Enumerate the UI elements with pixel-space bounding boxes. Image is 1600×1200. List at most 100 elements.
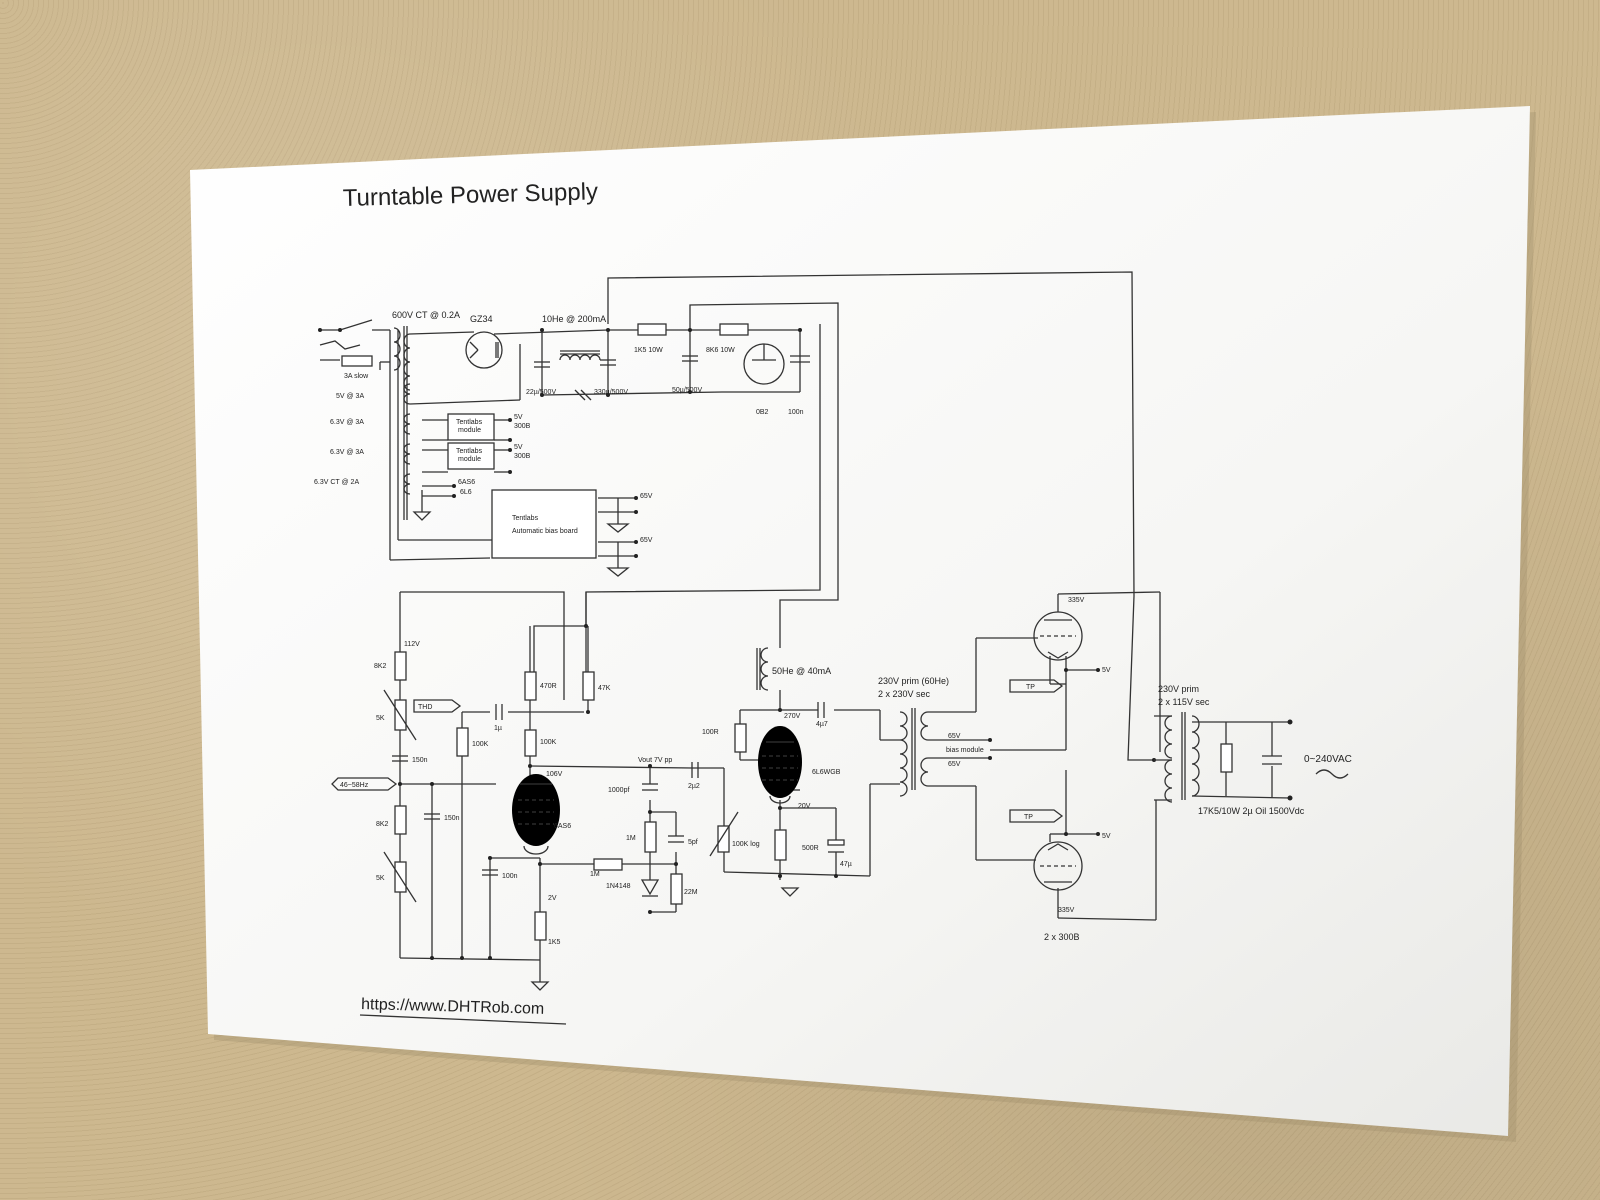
- cap-1u: [495, 704, 503, 720]
- cap-2u2: [691, 762, 699, 778]
- label-r-5k-a: 5K: [376, 715, 385, 722]
- label-v-106: 106V: [546, 771, 563, 778]
- res-8k6-10w: [719, 323, 749, 336]
- label-bias-module: bias module: [946, 747, 984, 754]
- label-tube-0b2: 0B2: [756, 409, 769, 416]
- bias-board: [491, 489, 597, 559]
- res-22m: [670, 873, 683, 905]
- wiring-mains: [1154, 715, 1291, 801]
- label-bias-65v-b: 65V: [640, 537, 653, 544]
- label-heater-6l6: 6L6: [460, 489, 472, 496]
- label-v-335-a: 335V: [1068, 597, 1085, 604]
- res-1m-a: [644, 821, 657, 853]
- label-sec-63-b: 6.3V @ 3A: [330, 449, 364, 456]
- label-mod2-300b: 300B: [514, 453, 531, 460]
- diagram-title: Turntable Power Supply: [342, 178, 598, 212]
- label-sec-63ct: 6.3V CT @ 2A: [314, 479, 359, 486]
- junction-dots-output: [988, 668, 1156, 836]
- ac-source: [1315, 769, 1349, 779]
- label-r-1m-b: 1M: [590, 871, 600, 878]
- cap-100n-b: [482, 869, 498, 876]
- tentlabs-module-2: [447, 442, 495, 470]
- res-470r: [524, 671, 537, 701]
- cap-5pf: [668, 835, 684, 843]
- tp-tags: [1009, 679, 1064, 823]
- label-mains: 0~240VAC: [1304, 754, 1352, 765]
- label-r-1k5: 1K5: [548, 939, 561, 946]
- label-v-270: 270V: [784, 713, 801, 720]
- schematic-labels: 600V CT @ 0.2A GZ34 10He @ 200mA 3A slow…: [314, 310, 1352, 946]
- label-tubes-300b: 2 x 300B: [1044, 932, 1080, 942]
- res-8k2-top: [394, 651, 407, 681]
- cap-2u-oil: [1262, 755, 1282, 765]
- res-500r: [774, 829, 787, 861]
- label-vout: Vout 7V pp: [638, 757, 672, 764]
- label-res-8k6-10w: 8K6 10W: [706, 347, 735, 354]
- diode-1n4148: [640, 879, 660, 897]
- label-out-b: 2 x 115V sec: [1158, 697, 1210, 707]
- label-sec-63-a: 6.3V @ 3A: [330, 419, 364, 426]
- label-sec-5v: 5V @ 3A: [336, 393, 364, 400]
- label-bias-65v-a: 65V: [640, 493, 653, 500]
- label-v-2: 2V: [548, 895, 557, 902]
- label-mod1-300b: 300B: [514, 423, 531, 430]
- label-r-470r: 470R: [540, 683, 557, 690]
- interstage-transformer: [899, 708, 929, 797]
- label-tube-6l6: 6L6WGB: [812, 769, 841, 776]
- label-r-5k-b: 5K: [376, 875, 385, 882]
- res-17k5: [1220, 743, 1233, 773]
- tube-6as6: [512, 774, 560, 855]
- rectifier-tube-gz34: [465, 331, 503, 369]
- cap-4u7: [817, 702, 825, 718]
- grounds-psu: [412, 511, 630, 577]
- website-url: https://www.DHTRob.com: [361, 996, 545, 1018]
- label-r-100k-a: 100K: [472, 741, 489, 748]
- label-cap-100n-b: 100n: [502, 873, 518, 880]
- terminal-dots-psu: [318, 328, 802, 558]
- label-r-100r: 100R: [702, 729, 719, 736]
- label-diode: 1N4148: [606, 883, 631, 890]
- thd-tag: [413, 699, 462, 713]
- ground-driver: [780, 887, 800, 897]
- label-ot-65v-a: 65V: [948, 733, 961, 740]
- cap-50u: [682, 355, 698, 362]
- label-r-47k: 47K: [598, 685, 611, 692]
- label-r-8k2-a: 8K2: [374, 663, 387, 670]
- label-mod2-5v: 5V: [514, 444, 523, 451]
- res-1k5-10w: [637, 323, 667, 336]
- label-rectifier: GZ34: [470, 314, 493, 324]
- mains-terminals: [1287, 719, 1293, 801]
- ground-osc: [530, 981, 550, 991]
- cap-150n-b: [424, 813, 440, 820]
- choke-10he: [559, 350, 601, 361]
- label-module-1-a: Tentlabs: [456, 419, 483, 426]
- res-100r: [734, 723, 747, 753]
- label-thd: THD: [418, 704, 432, 711]
- schematic: [318, 271, 1349, 991]
- cap-330u: [600, 359, 616, 366]
- choke-50he: [756, 647, 769, 691]
- fuse: [341, 355, 373, 367]
- label-bias-board-b: Automatic bias board: [512, 528, 578, 535]
- label-r-100k-b: 100K: [540, 739, 557, 746]
- label-module-2-a: Tentlabs: [456, 448, 483, 455]
- pot-100k-log: [709, 811, 739, 857]
- label-cap-4u7: 4µ7: [816, 721, 828, 728]
- label-pot-100k: 100K log: [732, 841, 760, 848]
- label-cap-22u: 22µ/500V: [526, 389, 556, 396]
- res-8k2-bottom: [394, 805, 407, 835]
- res-100k-a: [456, 727, 469, 757]
- label-tp-b: TP: [1024, 814, 1033, 821]
- cap-150n-a: [392, 755, 408, 762]
- label-heater-6as6: 6AS6: [458, 479, 475, 486]
- cap-47u: [827, 839, 845, 853]
- label-freq-in: 46~58Hz: [340, 782, 369, 789]
- tube-300b-bottom: [1033, 841, 1083, 891]
- label-r-8k2-b: 8K2: [376, 821, 389, 828]
- cap-100n-top: [790, 355, 810, 363]
- label-ot-65v-b: 65V: [948, 761, 961, 768]
- label-r-500r: 500R: [802, 845, 819, 852]
- output-transformer: [1164, 712, 1200, 803]
- res-1m-b: [593, 858, 623, 871]
- cap-1000pf: [642, 783, 658, 791]
